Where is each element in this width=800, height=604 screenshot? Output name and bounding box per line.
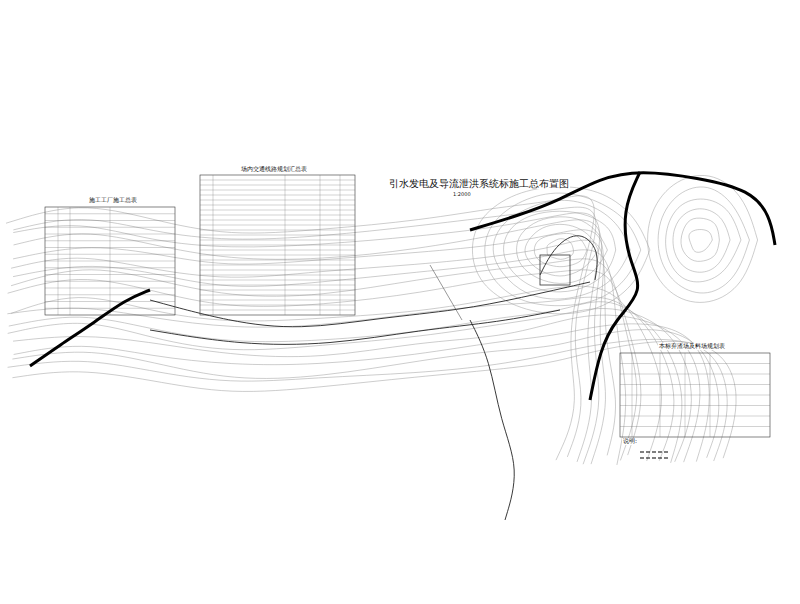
- road-line: [590, 172, 640, 400]
- scale: 1:2000: [452, 192, 472, 198]
- table-row-line: [200, 205, 355, 206]
- table-row-line: [200, 200, 355, 201]
- contour-line: [8, 339, 728, 461]
- contour-lines: [6, 175, 758, 465]
- table-col-line: [685, 353, 686, 437]
- table-row-line: [200, 250, 355, 251]
- note-symbol: [640, 451, 670, 452]
- contour-line: [658, 187, 749, 293]
- table-col-line: [710, 353, 711, 437]
- table-title: 本标弃渣场及料场规划表: [658, 343, 726, 350]
- table-row-line: [200, 300, 355, 301]
- table-row-line: [200, 290, 355, 291]
- road-line: [30, 290, 150, 366]
- table-frame: [620, 353, 770, 437]
- table-row-line: [200, 295, 355, 296]
- table-row-line: [620, 395, 770, 396]
- contour-line: [525, 224, 598, 276]
- table-row-line: [200, 280, 355, 281]
- table-row-line: [200, 180, 355, 181]
- contour-line: [14, 220, 602, 464]
- contour-line: [472, 187, 649, 314]
- note-symbol: [640, 457, 670, 458]
- table-title: 场内交通线路规划汇总表: [240, 166, 308, 173]
- table-row-line: [620, 426, 770, 427]
- table-row-line: [200, 225, 355, 226]
- table-row-line: [200, 230, 355, 231]
- contour-line: [517, 217, 608, 284]
- table-col-line: [632, 353, 633, 437]
- contour-line: [12, 330, 718, 458]
- drawing-title: 引水发电及导流泄洪系统标施工总布置图: [388, 178, 570, 189]
- contour-line: [485, 193, 641, 306]
- contour-line: [689, 230, 712, 253]
- table-col-line: [58, 207, 59, 315]
- table-row-line: [200, 305, 355, 306]
- table-row-line: [200, 260, 355, 261]
- table-row-line: [200, 220, 355, 221]
- contour-line: [534, 233, 587, 266]
- table-row-line: [620, 374, 770, 375]
- road-line: [150, 310, 560, 344]
- table-row-line: [200, 185, 355, 186]
- contour-line: [547, 239, 573, 260]
- table-row-line: [200, 190, 355, 191]
- table-row-line: [200, 195, 355, 196]
- works-block: [540, 255, 570, 285]
- table-row-line: [200, 240, 355, 241]
- table-grids: [45, 175, 770, 437]
- contour-line: [12, 341, 736, 458]
- roads-and-works: [30, 172, 775, 520]
- table-row-line: [620, 405, 770, 406]
- contour-line: [673, 209, 730, 272]
- table-row-line: [200, 255, 355, 256]
- table-row-line: [620, 384, 770, 385]
- note-heading: 说明:: [622, 438, 638, 445]
- table-frame: [45, 207, 175, 315]
- table-col-line: [213, 175, 214, 315]
- contour-line: [13, 230, 605, 464]
- table-row-line: [620, 363, 770, 364]
- road-line: [150, 282, 590, 327]
- contour-line: [13, 250, 626, 465]
- table-row-line: [200, 210, 355, 211]
- road-line: [540, 236, 597, 280]
- table-title: 施工工厂施工总表: [88, 197, 138, 204]
- table-col-line: [110, 207, 111, 315]
- contour-line: [7, 297, 674, 461]
- table-row-line: [620, 416, 770, 417]
- contour-line: [504, 211, 616, 292]
- contour-line: [681, 218, 719, 261]
- table-col-line: [340, 175, 341, 315]
- contour-line: [648, 175, 758, 302]
- contour-line: [13, 315, 700, 462]
- table-frame: [200, 175, 355, 315]
- table-row-line: [200, 270, 355, 271]
- table-col-line: [70, 207, 71, 315]
- contour-line: [8, 309, 692, 462]
- contour-line: [6, 196, 594, 460]
- table-row-line: [200, 265, 355, 266]
- contour-line: [666, 199, 741, 282]
- leader-line: [430, 265, 462, 320]
- road-line: [470, 320, 514, 520]
- table-row-line: [200, 275, 355, 276]
- table-col-line: [285, 175, 286, 315]
- table-row-line: [200, 310, 355, 311]
- contour-line: [9, 302, 682, 463]
- table-row-line: [200, 285, 355, 286]
- table-row-line: [200, 235, 355, 236]
- contour-line: [11, 259, 637, 461]
- contour-line: [8, 270, 641, 455]
- contour-line: [13, 207, 596, 457]
- table-row-line: [200, 215, 355, 216]
- table-row-line: [200, 245, 355, 246]
- table-col-line: [320, 175, 321, 315]
- table-col-line: [660, 353, 661, 437]
